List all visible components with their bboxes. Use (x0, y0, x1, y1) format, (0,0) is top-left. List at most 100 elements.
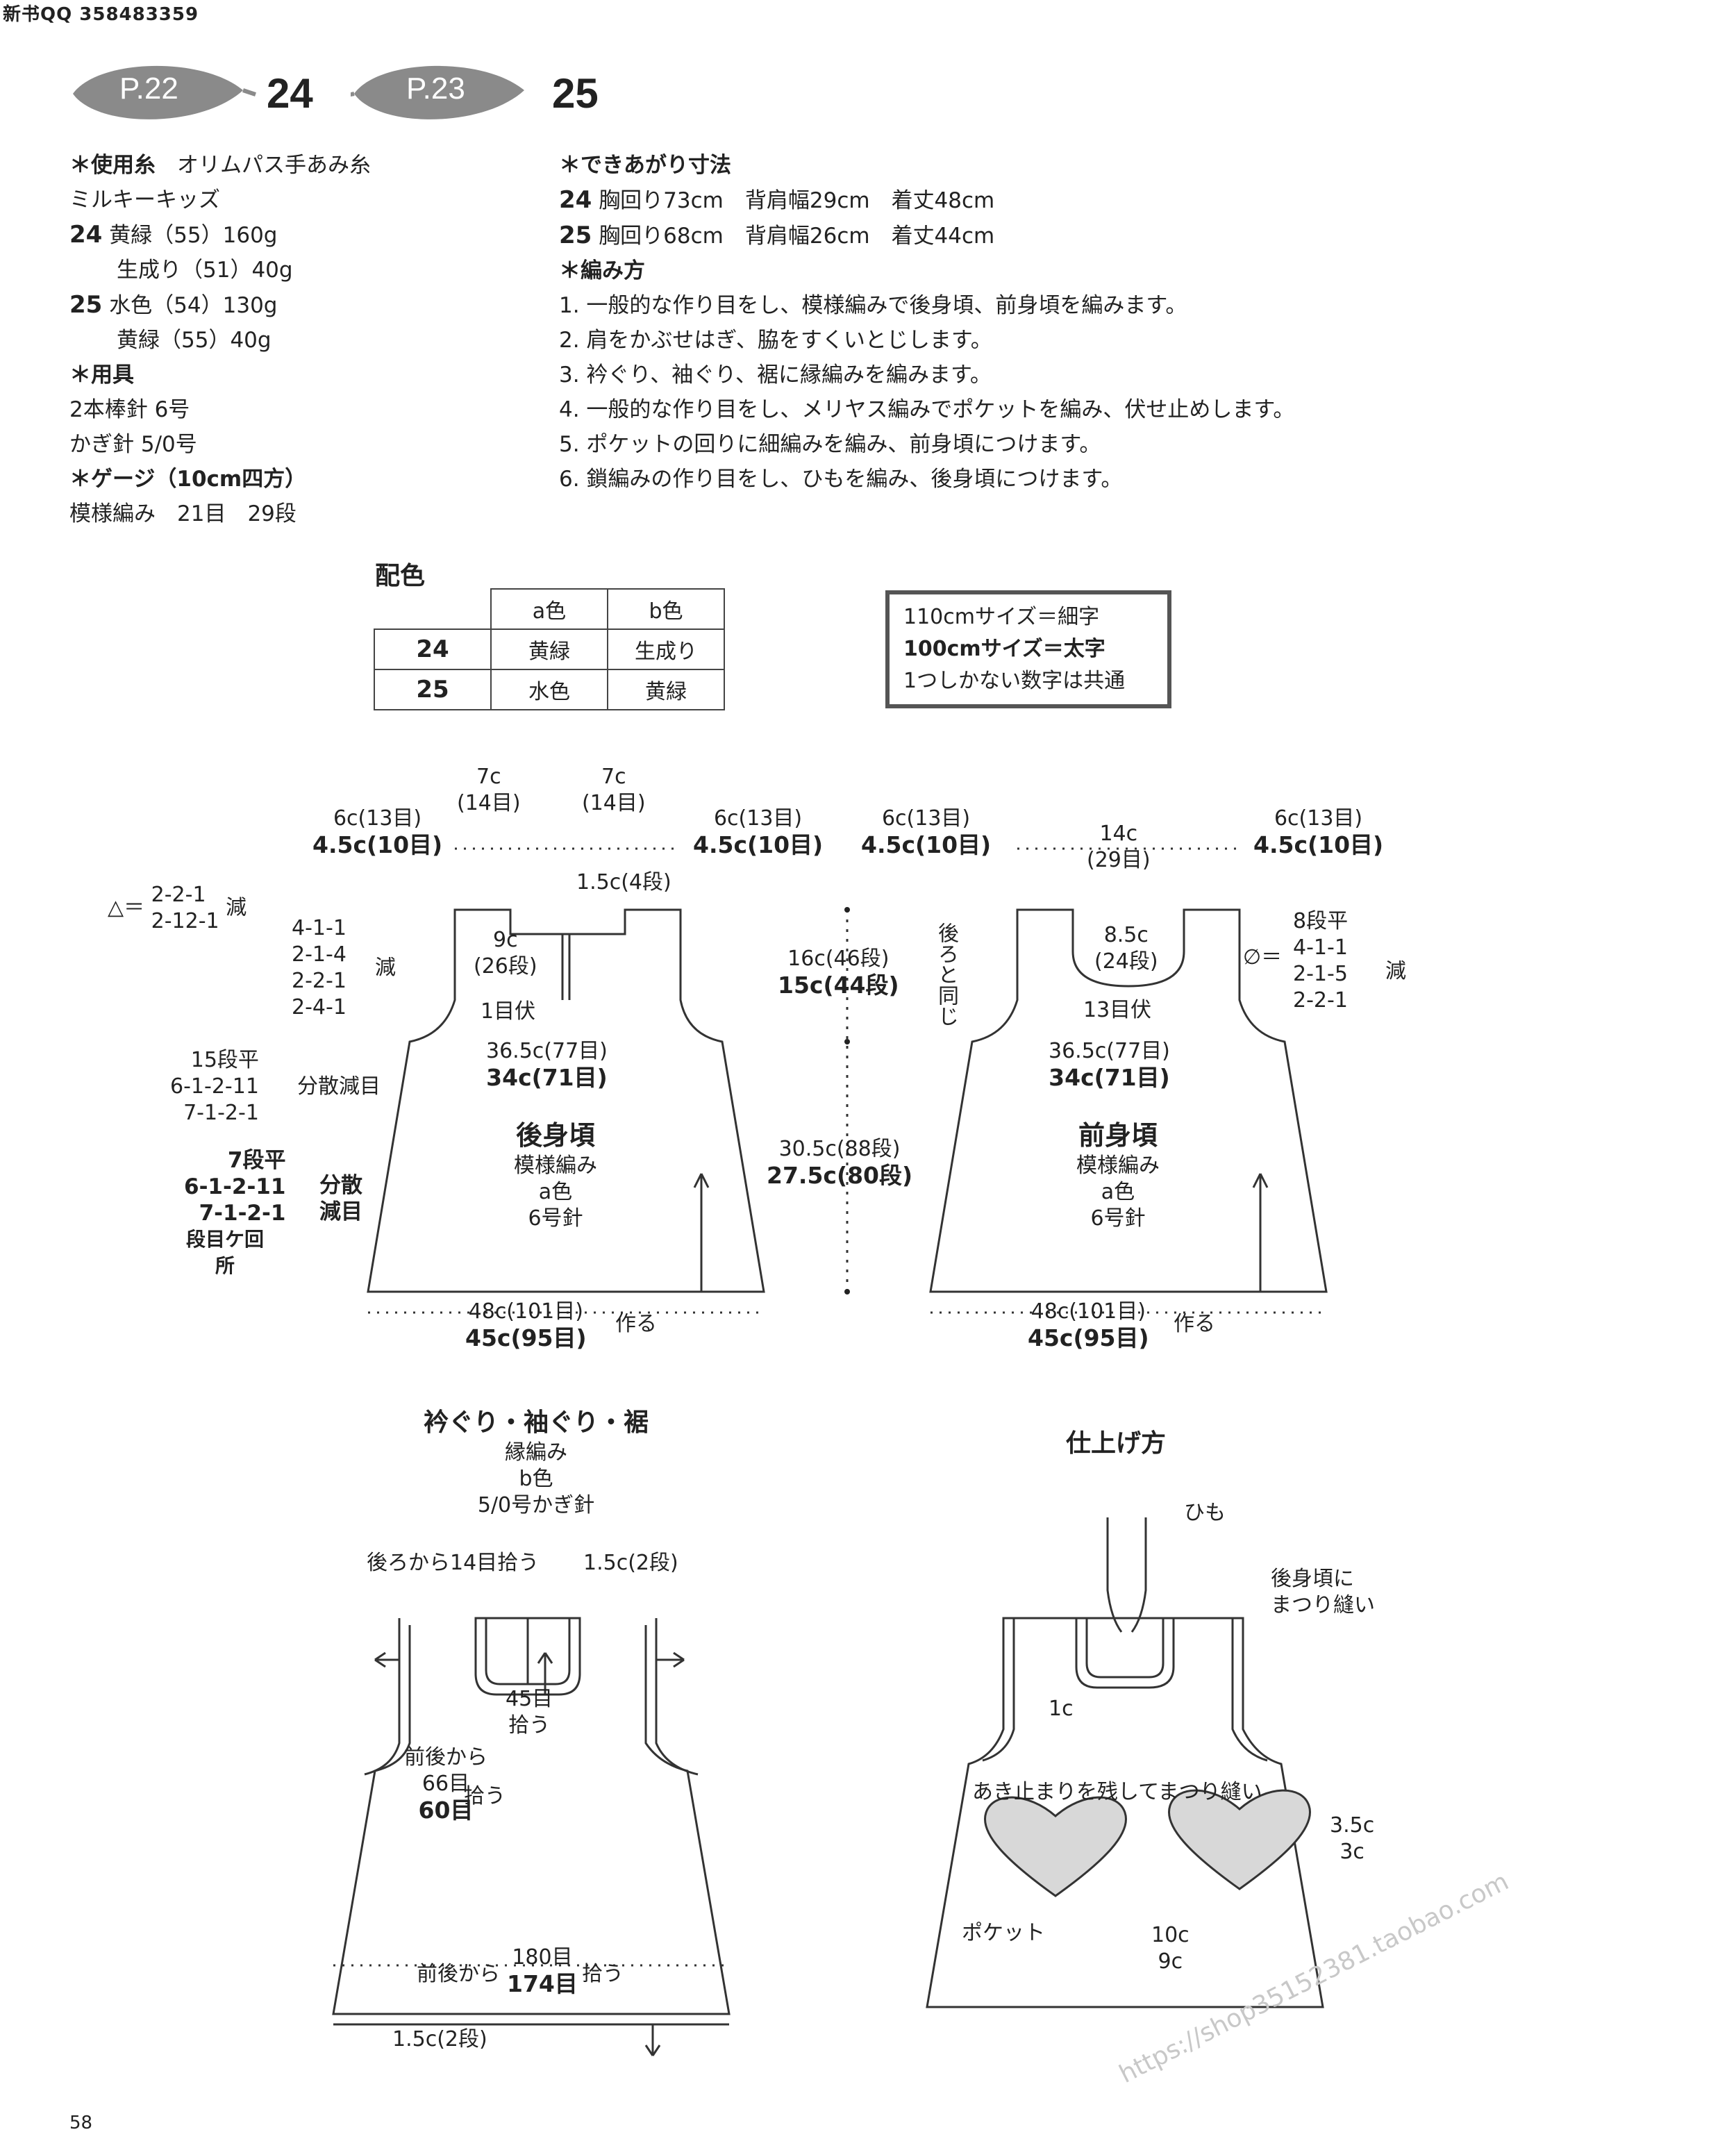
back-slit-size: 9c(26段) (474, 928, 537, 979)
finishing-pocket-sew: あき止まりを残してまつり縫い (972, 1780, 1262, 1804)
method-step: 2. 肩をかぶせはぎ、脇をすくいとじします。 (559, 328, 992, 353)
color-col-b: b色 (607, 588, 725, 630)
yarn-heading: ＊使用糸 (69, 153, 156, 178)
tools-heading: ＊用具 (69, 363, 134, 388)
finishing-title: 仕上げ方 (1066, 1429, 1167, 1458)
size-legend: 110cmサイズ＝細字 100cmサイズ＝太字 1つしかない数字は共通 (885, 590, 1171, 708)
back-cast-on: 作る (615, 1312, 657, 1336)
method-heading: ＊編み方 (559, 258, 645, 283)
pocket-heart-right (1168, 1789, 1311, 1890)
edging-hem-pick: 拾う (582, 1962, 624, 1986)
front-neck-depth: 8.5c(24段) (1094, 923, 1158, 974)
tool-needles: 2本棒針 6号 (69, 397, 190, 422)
leaf-badge-p22 (69, 56, 257, 132)
method-step: 5. ポケットの回りに細編みを編み、前身頃につけます。 (559, 432, 1101, 457)
front-same-as-back: 後ろと同じ (934, 922, 958, 1026)
edging-bottom-width: 1.5c(2段) (392, 2027, 487, 2051)
back-neck-top: 1.5c(4段) (576, 870, 671, 894)
front-phi-eq: ∅＝ (1243, 945, 1283, 969)
finished-24: 胸回り73cm 背肩幅29cm 着丈48cm (599, 188, 995, 213)
color-cell: 黄緑 (607, 669, 725, 710)
edging-neck (474, 1617, 581, 1696)
back-hem: 48c(101目)45c(95目) (465, 1299, 587, 1351)
finished-heading: ＊できあがり寸法 (559, 153, 731, 178)
method-step: 6. 鎖編みの作り目をし、ひもを編み、後身頃につけます。 (559, 467, 1123, 492)
color-row-id: 25 (374, 669, 492, 710)
method-step: 4. 一般的な作り目をし、メリヤス編みでポケットを編み、伏せ止めします。 (559, 397, 1295, 422)
edging-body-outline (332, 1625, 731, 2015)
back-chest: 36.5c(77目)34c(71目) (486, 1039, 608, 1091)
tie-left (1106, 1517, 1123, 1633)
finishing-attach-back: 後身頃にまつり縫い (1271, 1567, 1375, 1617)
color-cell: 生成り (607, 628, 725, 670)
front-bind-off: 13目伏 (1083, 998, 1152, 1022)
color-row-id: 24 (374, 628, 492, 670)
back-side-note-bold: 分散減目 (319, 1173, 362, 1224)
watermark-top: 新书QQ 358483359 (3, 4, 199, 25)
finishing-tie: ひも (1184, 1501, 1226, 1525)
edging-hem-from: 前後から (417, 1962, 500, 1986)
method-step: 3. 衿ぐり、袖ぐり、裾に縁編みを編みます。 (559, 363, 992, 388)
page-ref-p22: P.22 (119, 72, 178, 106)
back-side-note-extra: 段目ケ回所 (186, 1228, 265, 1277)
legend-common: 1つしかない数字は共通 (903, 669, 1126, 693)
color-col-a: a色 (490, 588, 608, 630)
front-neck-width: 14c(29目) (1087, 822, 1151, 872)
back-neck-right: 7c(14目) (582, 765, 646, 815)
front-dec-label: 減 (1385, 959, 1406, 983)
yarn-brand: オリムパス手あみ糸 (177, 153, 371, 178)
color-cell: 水色 (490, 669, 608, 710)
tool-hook: かぎ針 5/0号 (69, 432, 197, 457)
back-body-outline (367, 908, 765, 1293)
leaf-badge-p23 (351, 56, 538, 132)
finished-24-num: 24 (559, 186, 592, 214)
front-cast-on: 作る (1174, 1312, 1215, 1336)
back-neck-left: 7c(14目) (457, 765, 521, 815)
method-step: 1. 一般的な作り目をし、模様編みで後身頃、前身頃を編みます。 (559, 293, 1187, 318)
armhole-depth: 16c(46段)15c(44段) (778, 947, 899, 999)
yarn-24-b: 生成り（51）40g (117, 258, 293, 283)
back-bind-off: 1目伏 (481, 999, 536, 1024)
edging-neck-pick: 45目拾う (506, 1687, 553, 1738)
yarn-25-b: 黄緑（55）40g (117, 328, 272, 353)
finishing-pocket-label: ポケット (962, 1921, 1045, 1945)
finished-25-num: 25 (559, 222, 592, 249)
materials-block: ＊使用糸 オリムパス手あみ糸 ミルキーキッズ 24 黄緑（55）160g 生成り… (69, 148, 556, 531)
instructions-block: ＊できあがり寸法 24 胸回り73cm 背肩幅29cm 着丈48cm 25 胸回… (559, 148, 1705, 497)
color-cell: 黄緑 (490, 628, 608, 670)
gauge-value: 模様編み 21目 29段 (69, 501, 297, 526)
pattern-number-24: 24 (267, 70, 313, 117)
page-ref-p23: P.23 (406, 72, 465, 106)
back-shoulder-right: 6c(13目)4.5c(10目) (693, 806, 824, 858)
pocket-heart-left (984, 1796, 1127, 1897)
color-table: a色 b色 24 黄緑 生成り 25 水色 黄緑 (374, 588, 725, 710)
yarn-name: ミルキーキッズ (69, 188, 220, 213)
front-hem: 48c(101目)45c(95目) (1028, 1299, 1149, 1351)
edging-armhole-pick-label: 拾う (464, 1784, 506, 1808)
back-shoulder-left: 6c(13目)4.5c(10目) (312, 806, 443, 858)
front-shoulder-left: 6c(13目)4.5c(10目) (861, 806, 992, 858)
front-shoulder-right: 6c(13目)4.5c(10目) (1253, 806, 1384, 858)
page-number: 58 (69, 2113, 93, 2133)
back-side-note-thin: 分散減目 (297, 1074, 381, 1099)
edging-pick-back: 後ろから14目拾う (367, 1551, 540, 1575)
yarn-25-num: 25 (69, 291, 103, 319)
finish-body-outline (926, 1617, 1324, 2008)
watermark-diagonal: https://shop35152381.taobao.com (1115, 1867, 1513, 2089)
finishing-1c: 1c (1049, 1697, 1074, 1721)
legend-bold: 100cmサイズ＝太字 (903, 637, 1105, 661)
legend-thin: 110cmサイズ＝細字 (903, 605, 1100, 629)
yarn-25-a: 水色（54）130g (109, 293, 278, 318)
back-armhole-dec-label: 減 (375, 956, 396, 980)
front-body-outline (929, 908, 1328, 1293)
pattern-number-25: 25 (552, 70, 599, 117)
